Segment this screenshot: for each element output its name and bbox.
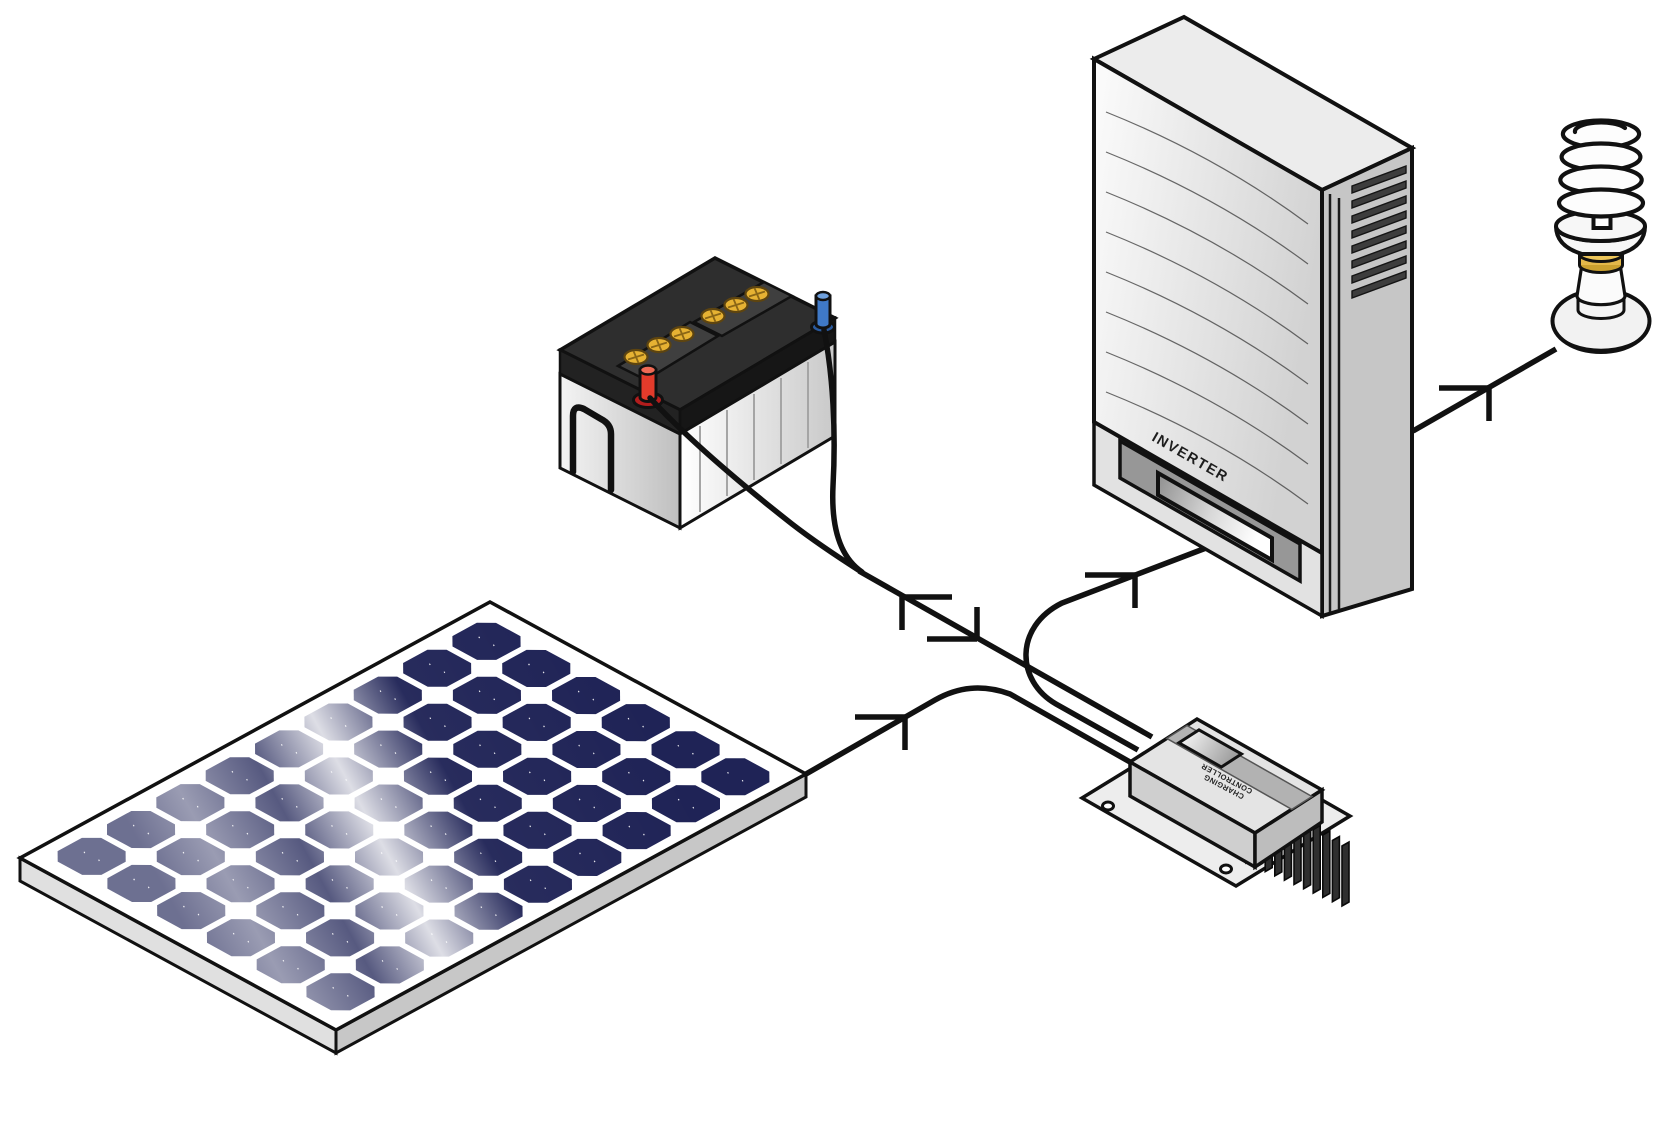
battery	[556, 256, 839, 531]
controller-display	[1176, 728, 1245, 769]
wire-battery-negative	[821, 327, 865, 575]
inverter-door	[1092, 55, 1324, 557]
battery-negative-terminal	[810, 290, 836, 335]
inverter-louvers	[1351, 164, 1407, 300]
arrow-solar-to-controller-icon	[855, 714, 908, 750]
bulb-coil	[1556, 118, 1646, 219]
inverter: INVERTER	[1089, 14, 1417, 620]
flow-arrows	[855, 385, 1492, 750]
panel-cells	[42, 614, 785, 1019]
wire-battery-positive	[647, 395, 863, 574]
arrow-toward-battery-icon	[899, 594, 952, 630]
charge-controller: CHARGING CONTROLLER	[1078, 716, 1354, 908]
bulb-pedestal	[1575, 262, 1627, 307]
battery-positive-terminal	[632, 364, 664, 409]
battery-caps	[623, 285, 770, 366]
inverter-display-slot	[1156, 469, 1274, 564]
battery-case-seams	[699, 362, 809, 512]
bulb-cup	[1554, 209, 1647, 256]
battery-handle-recess	[569, 404, 615, 494]
wires	[647, 327, 1558, 777]
cfl-bulb	[1550, 118, 1652, 354]
wire-solar-to-controller	[804, 685, 1132, 777]
arrow-battery-to-controller-icon	[927, 607, 980, 642]
controller-screw-hole-left	[1101, 800, 1115, 812]
wire-controller-to-inverter	[1023, 545, 1207, 753]
solar-panel	[16, 600, 810, 1056]
arrow-controller-to-inverter-icon	[1085, 572, 1138, 608]
inverter-door-edge-lines	[1328, 194, 1341, 612]
controller-screw-hole-front	[1219, 863, 1233, 875]
inverter-door-ridges	[1105, 111, 1309, 505]
arrow-inverter-to-bulb-icon	[1439, 385, 1492, 421]
